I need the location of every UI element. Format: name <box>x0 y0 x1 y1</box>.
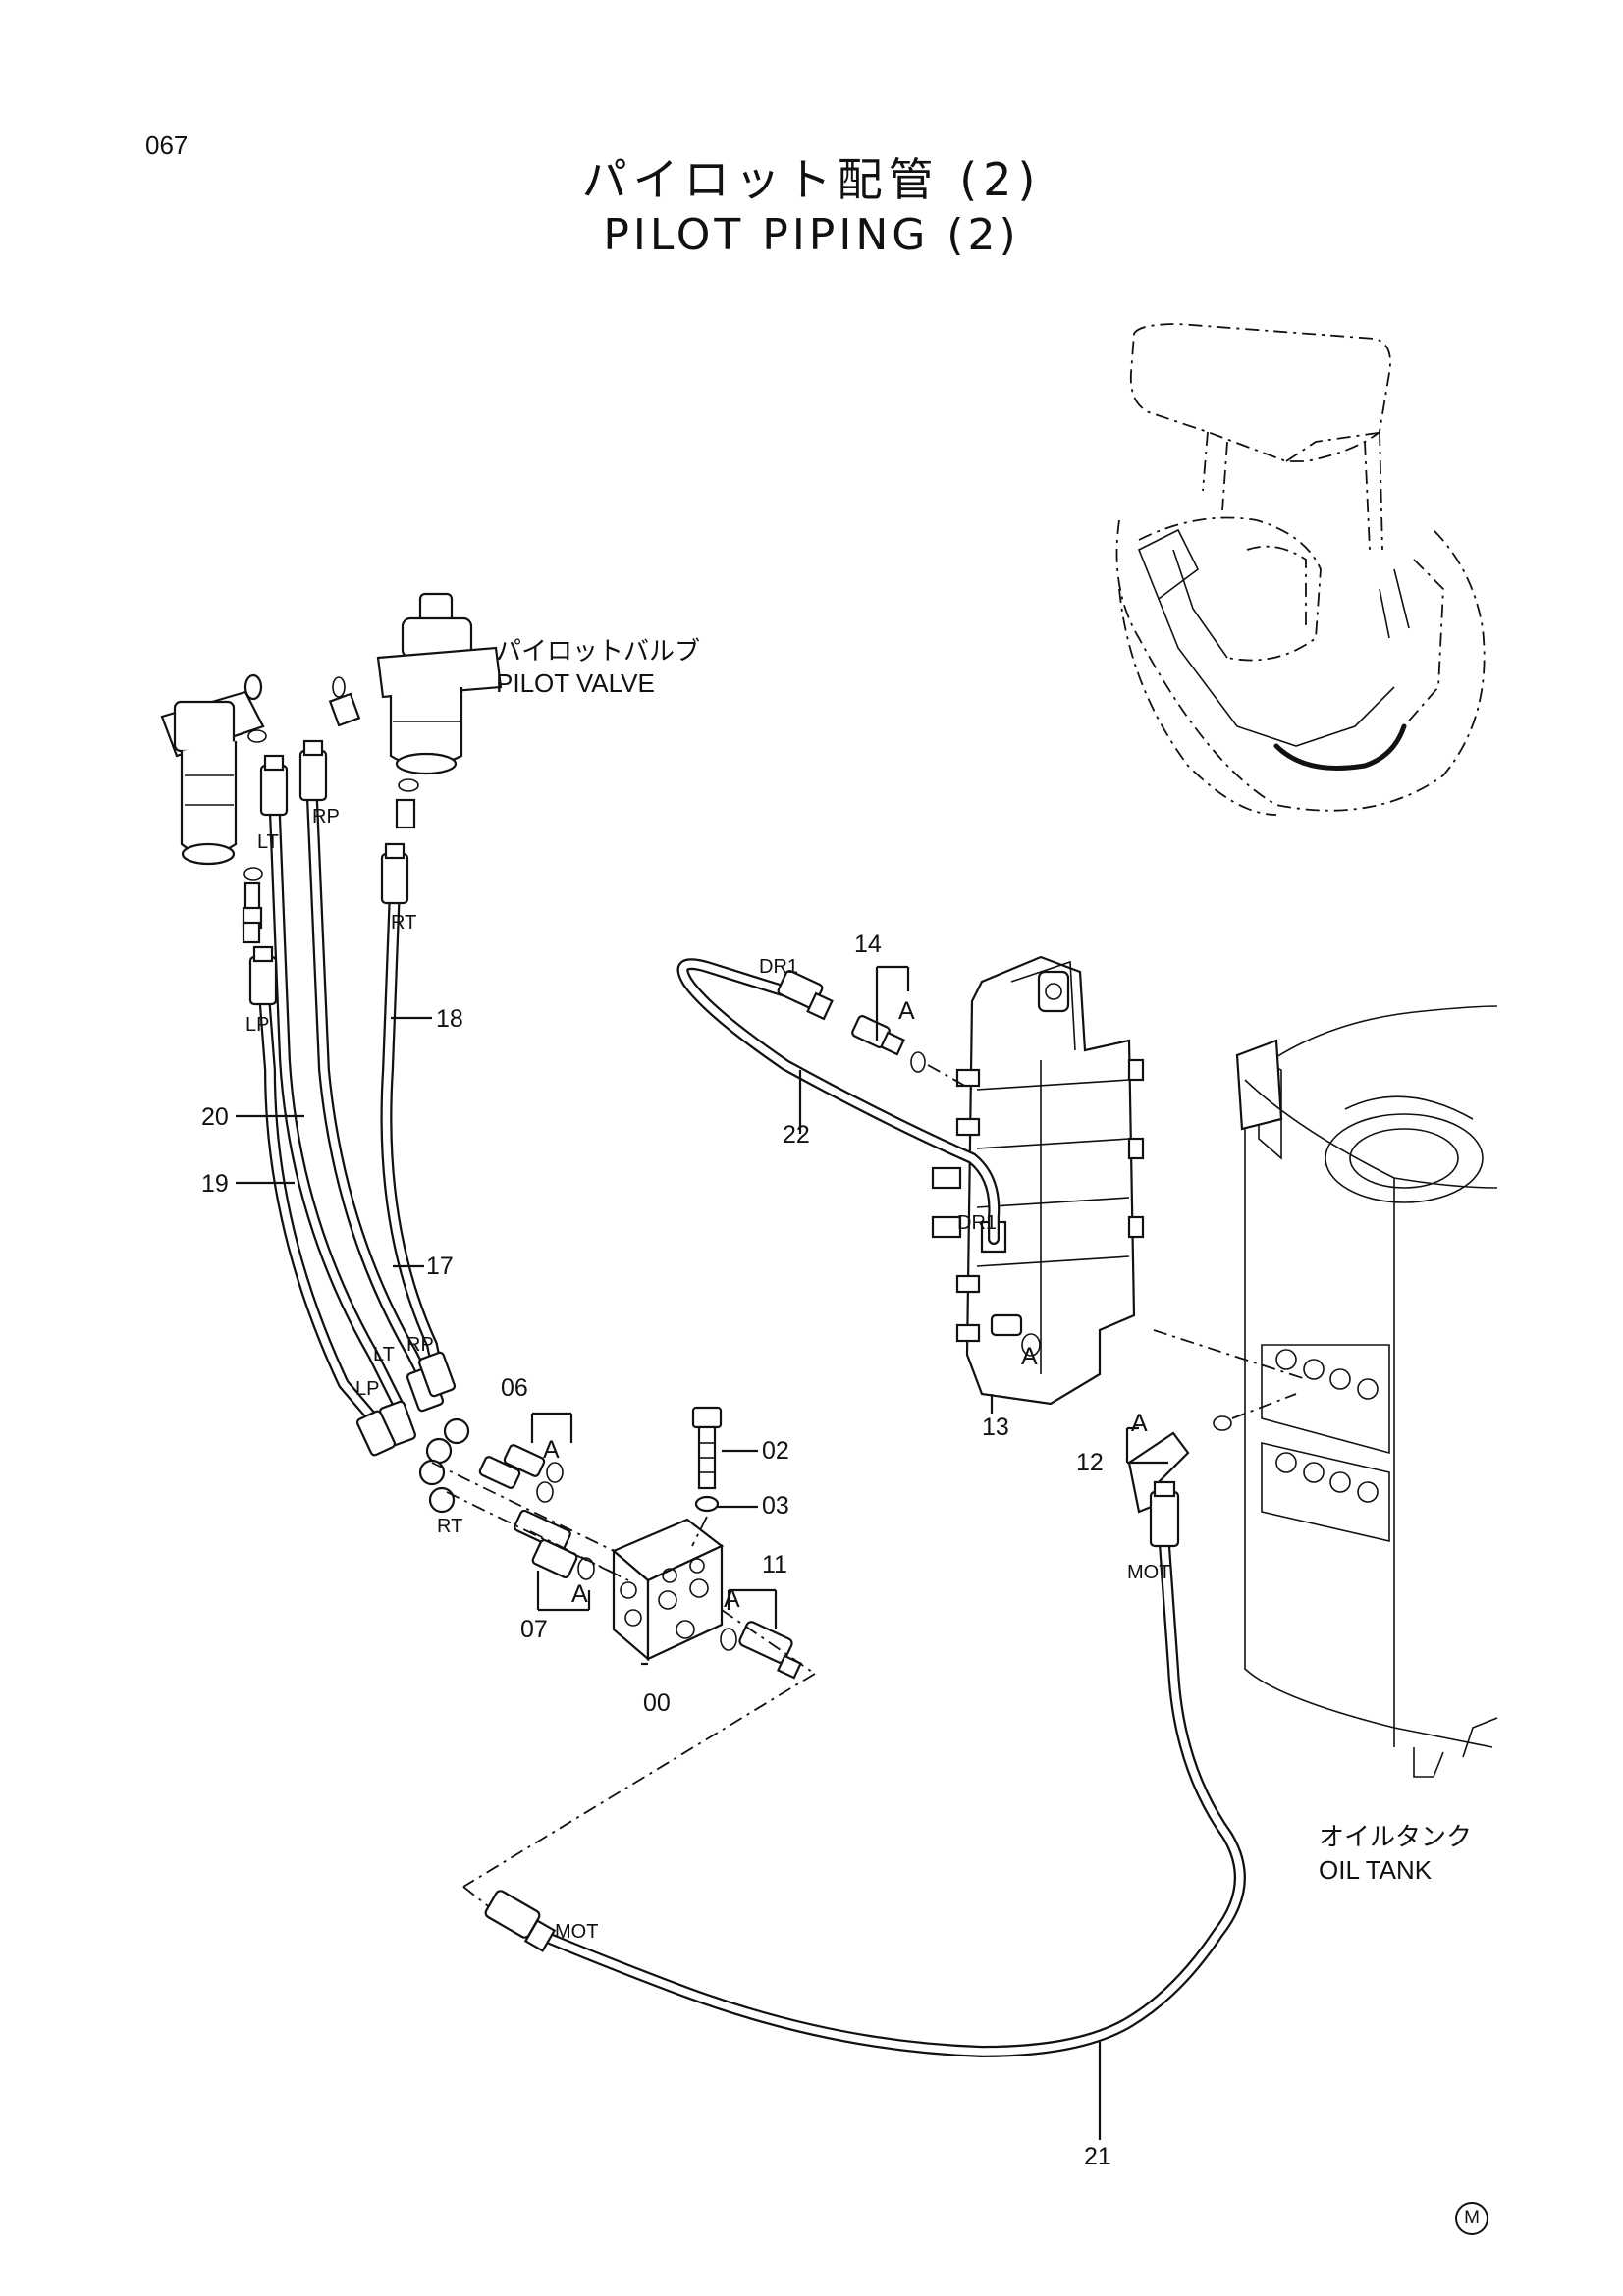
part-number-00: 00 <box>643 1689 671 1717</box>
part-number-11: 11 <box>762 1551 787 1578</box>
part-number-03: 03 <box>762 1492 789 1520</box>
part-number-06: 06 <box>501 1374 528 1402</box>
bolt-02 <box>691 1406 723 1513</box>
port-label-rt: RT <box>391 912 417 934</box>
fitting-14 <box>851 1015 973 1091</box>
part-number-18: 18 <box>436 1005 463 1033</box>
page-number: 067 <box>145 131 189 160</box>
part-number-13: 13 <box>982 1414 1009 1441</box>
port-label-lp: LP <box>245 1014 270 1036</box>
ref-a-label: A <box>543 1436 560 1464</box>
ref-a-label: A <box>1131 1410 1148 1437</box>
part-number-21: 21 <box>1084 2143 1111 2170</box>
fittings-06 <box>478 1444 564 1503</box>
assembly-centerlines <box>431 1462 816 1925</box>
drain-pipe-22 <box>676 958 1001 1245</box>
port-label-rt-lower: RT <box>437 1516 463 1537</box>
caption-oil-tank-japanese: オイルタンク <box>1319 1822 1473 1851</box>
part-number-02: 02 <box>762 1437 789 1465</box>
control-valve <box>931 955 1145 1406</box>
ref-a-label: A <box>571 1580 588 1608</box>
excavator-overview-illustration <box>1115 323 1486 816</box>
port-label-lp-lower: LP <box>355 1378 380 1400</box>
port-label-lt-lower: LT <box>373 1344 395 1365</box>
port-label-dr1-valve: DR1 <box>957 1212 998 1234</box>
part-number-19: 19 <box>201 1170 229 1198</box>
port-label-dr1: DR1 <box>759 956 799 978</box>
elbow-fitting-12 <box>1127 1329 1307 1514</box>
part-number-07: 07 <box>520 1616 548 1643</box>
ref-a-label: A <box>898 997 915 1025</box>
fitting-11 <box>720 1621 802 1680</box>
pilot-valve-left <box>160 673 267 930</box>
page-title-japanese: パイロット配管 (2) <box>581 153 1042 206</box>
part-number-12: 12 <box>1076 1449 1104 1476</box>
port-label-mot: MOT <box>555 1921 599 1943</box>
part-number-14: 14 <box>854 931 882 958</box>
ref-a-label: A <box>724 1585 740 1613</box>
return-hose-21 <box>484 1480 1246 2058</box>
hose-end-fittings <box>242 739 470 1514</box>
manufacturer-mark-icon: M <box>1455 2202 1488 2235</box>
part-number-22: 22 <box>783 1121 810 1148</box>
manifold-block <box>611 1518 725 1662</box>
caption-oil-tank: OIL TANK <box>1319 1855 1433 1885</box>
port-label-rp: RP <box>312 806 340 828</box>
port-label-lt: LT <box>257 831 279 853</box>
pilot-valve-right <box>328 592 503 829</box>
leader-lines <box>236 965 1168 2140</box>
pilot-hose-group <box>257 794 443 1424</box>
page-title: PILOT PIPING (2) <box>603 210 1020 260</box>
oil-tank <box>1235 1005 1498 1778</box>
port-label-mot-tank: MOT <box>1127 1562 1171 1583</box>
part-number-20: 20 <box>201 1103 229 1131</box>
ref-a-label: A <box>1021 1343 1038 1370</box>
caption-pilot-valve: PILOT VALVE <box>496 668 655 698</box>
caption-pilot-valve-japanese: パイロットバルブ <box>496 636 701 666</box>
port-label-rp-lower: RP <box>406 1334 434 1356</box>
part-number-17: 17 <box>426 1253 454 1280</box>
